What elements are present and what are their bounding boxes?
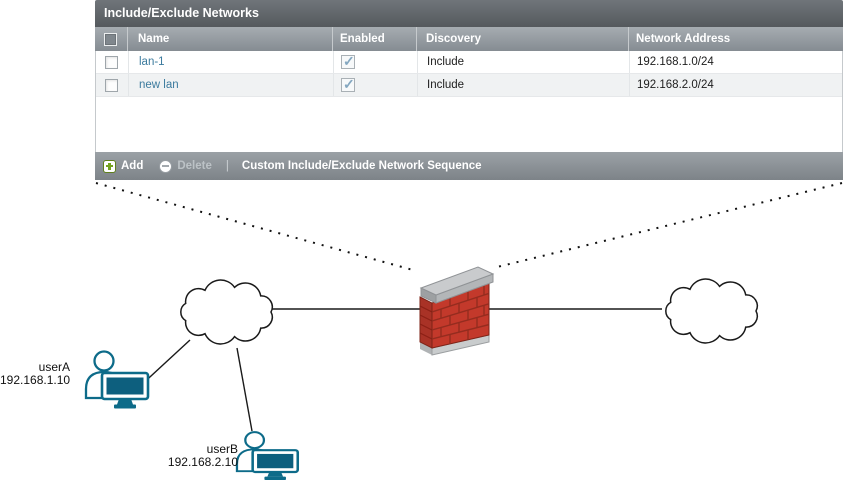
panel-toolbar: Add Delete | Custom Include/Exclude Netw… [95, 152, 843, 180]
column-header-enabled[interactable]: Enabled [332, 27, 416, 51]
usera-label: userA 192.168.1.10 [0, 361, 70, 387]
name-cell: new lan [128, 74, 333, 96]
callout-dotted-line-right [492, 182, 843, 269]
toolbar-separator: | [225, 160, 229, 172]
usera-workstation-icon [84, 350, 150, 410]
table-row-lan-1: lan-1 Include 192.168.1.0/24 [96, 51, 842, 74]
callout-dotted-line-left [95, 182, 414, 271]
cloud-right-icon [665, 278, 759, 344]
add-button-label: Add [121, 160, 144, 172]
add-plus-icon [103, 159, 116, 173]
network-address-cell: 192.168.2.0/24 [629, 74, 842, 96]
enabled-cell [333, 74, 417, 96]
delete-button[interactable]: Delete [159, 159, 212, 173]
enabled-cell [333, 51, 417, 73]
userb-workstation-icon [235, 430, 300, 481]
table-empty-area [96, 97, 842, 152]
discovery-cell: Include [417, 74, 629, 96]
usera-ip: 192.168.1.10 [0, 373, 71, 387]
enabled-checkbox[interactable] [341, 76, 355, 93]
select-all-checkbox[interactable] [104, 32, 117, 46]
network-address-cell: 192.168.1.0/24 [629, 51, 842, 73]
firewall-icon [419, 266, 495, 356]
enabled-checkbox[interactable] [341, 53, 355, 70]
network-name-link[interactable]: new lan [139, 79, 179, 91]
include-exclude-networks-panel: Include/Exclude Networks Name Enabled Di… [95, 0, 843, 180]
table-body: lan-1 Include 192.168.1.0/24 new lan Inc… [95, 51, 843, 152]
name-cell: lan-1 [128, 51, 333, 73]
row-checkbox[interactable] [105, 78, 118, 92]
row-checkbox[interactable] [105, 55, 118, 69]
network-name-link[interactable]: lan-1 [139, 56, 165, 68]
cloud-left-icon [180, 279, 274, 345]
add-button[interactable]: Add [103, 159, 144, 173]
table-header-row: Name Enabled Discovery Network Address [95, 27, 843, 51]
column-header-name[interactable]: Name [127, 27, 332, 51]
custom-sequence-button[interactable]: Custom Include/Exclude Network Sequence [241, 160, 482, 172]
userb-label: userB 192.168.2.10 [95, 443, 238, 469]
userb-ip: 192.168.2.10 [167, 455, 238, 469]
userb-name: userB [206, 442, 238, 456]
panel-title: Include/Exclude Networks [95, 0, 843, 27]
discovery-cell: Include [417, 51, 629, 73]
delete-button-label: Delete [177, 160, 212, 172]
row-select-cell [96, 74, 128, 96]
usera-name: userA [38, 360, 70, 374]
column-header-network-address[interactable]: Network Address [628, 27, 843, 51]
table-row-new-lan: new lan Include 192.168.2.0/24 [96, 74, 842, 97]
row-select-cell [96, 51, 128, 73]
column-header-discovery[interactable]: Discovery [416, 27, 628, 51]
link-cloud-userb [236, 347, 253, 432]
delete-minus-icon [159, 159, 173, 173]
select-all-cell [95, 27, 127, 51]
